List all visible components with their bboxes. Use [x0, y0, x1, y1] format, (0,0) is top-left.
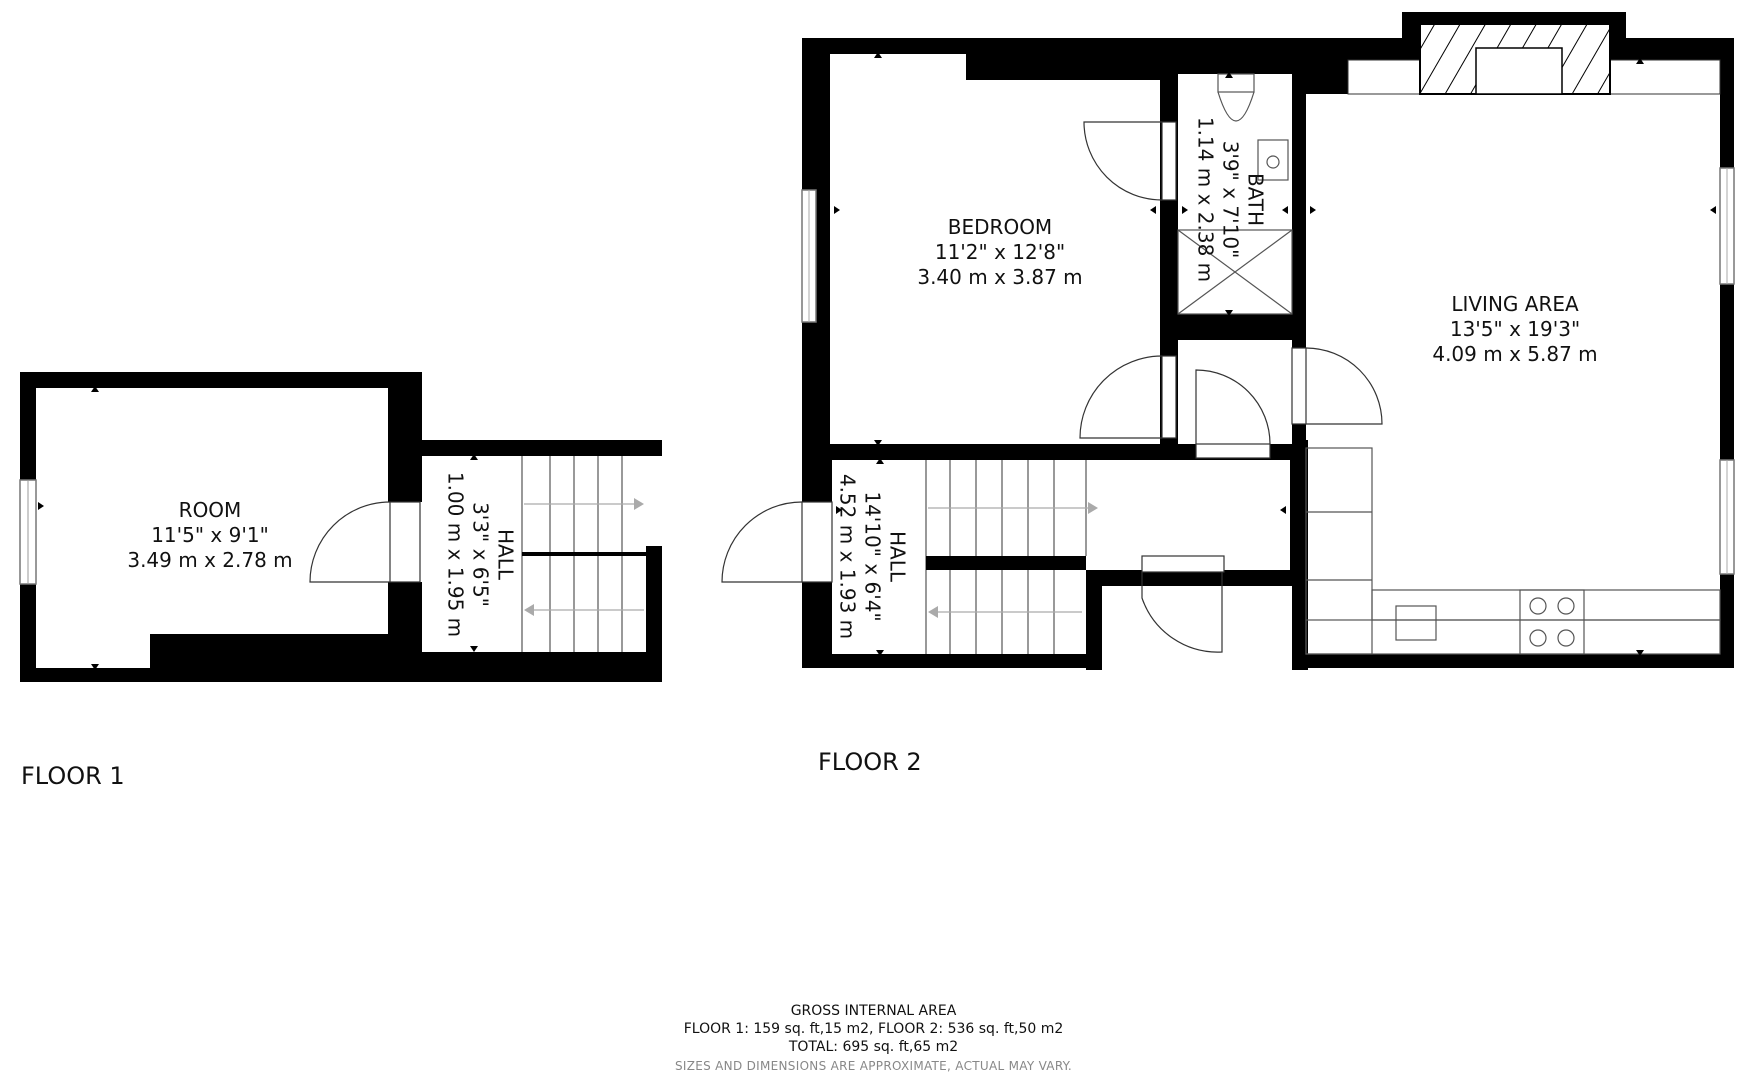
room-imperial: 11'5" x 9'1" [151, 523, 269, 547]
bath-interior [1178, 74, 1292, 314]
room-metric: 3.49 m x 2.78 m [127, 548, 293, 572]
stairs [925, 460, 1098, 654]
door-swing [309, 501, 391, 583]
kitchen [1305, 447, 1721, 655]
bath-metric: 1.14 m x 2.38 m [1193, 116, 1218, 283]
room-label-bath: BATH 3'9" x 7'10" 1.14 m x 2.38 m [1193, 100, 1268, 300]
room-label-hall2: HALL 14'10" x 6'4" 4.52 m x 1.93 m [835, 452, 910, 662]
floor-1-label: FLOOR 1 [21, 762, 125, 790]
bedroom-name: BEDROOM [947, 215, 1053, 239]
floor-1-plan [19, 372, 662, 682]
living-name: LIVING AREA [1451, 292, 1579, 316]
disclaimer: SIZES AND DIMENSIONS ARE APPROXIMATE, AC… [674, 1059, 1072, 1073]
hall1-name: HALL [493, 528, 518, 580]
room-name: ROOM [178, 498, 242, 522]
bath-name: BATH [1243, 172, 1268, 227]
bedroom-metric: 3.40 m x 3.87 m [917, 265, 1083, 289]
floor-2-plan [721, 12, 1735, 680]
living-interior [1306, 94, 1720, 654]
gross-area-floors: FLOOR 1: 159 sq. ft,15 m2, FLOOR 2: 536 … [683, 1021, 1064, 1037]
room-label-bedroom: BEDROOM 11'2" x 12'8" 3.40 m x 3.87 m [890, 215, 1110, 290]
hall2-name: HALL [885, 530, 910, 582]
doors [721, 121, 1383, 653]
hall1-metric: 1.00 m x 1.95 m [443, 471, 468, 638]
hall2-imperial: 14'10" x 6'4" [860, 491, 885, 622]
hall2-metric: 4.52 m x 1.93 m [835, 473, 860, 640]
living-imperial: 13'5" x 19'3" [1449, 317, 1581, 341]
gross-area-total: TOTAL: 695 sq. ft,65 m2 [788, 1039, 959, 1055]
room-label-hall1: HALL 3'3" x 6'5" 1.00 m x 1.95 m [443, 455, 518, 655]
gross-area-title: GROSS INTERNAL AREA [790, 1003, 957, 1019]
room-label-room: ROOM 11'5" x 9'1" 3.49 m x 2.78 m [100, 498, 320, 573]
floor-2-label: FLOOR 2 [818, 748, 922, 776]
room-label-living: LIVING AREA 13'5" x 19'3" 4.09 m x 5.87 … [1400, 292, 1630, 367]
bath-imperial: 3'9" x 7'10" [1218, 140, 1243, 259]
living-metric: 4.09 m x 5.87 m [1432, 342, 1598, 366]
stairs [521, 456, 646, 652]
bedroom-imperial: 11'2" x 12'8" [934, 240, 1066, 264]
bath-fixtures [1177, 73, 1293, 315]
hall1-imperial: 3'3" x 6'5" [468, 502, 493, 607]
